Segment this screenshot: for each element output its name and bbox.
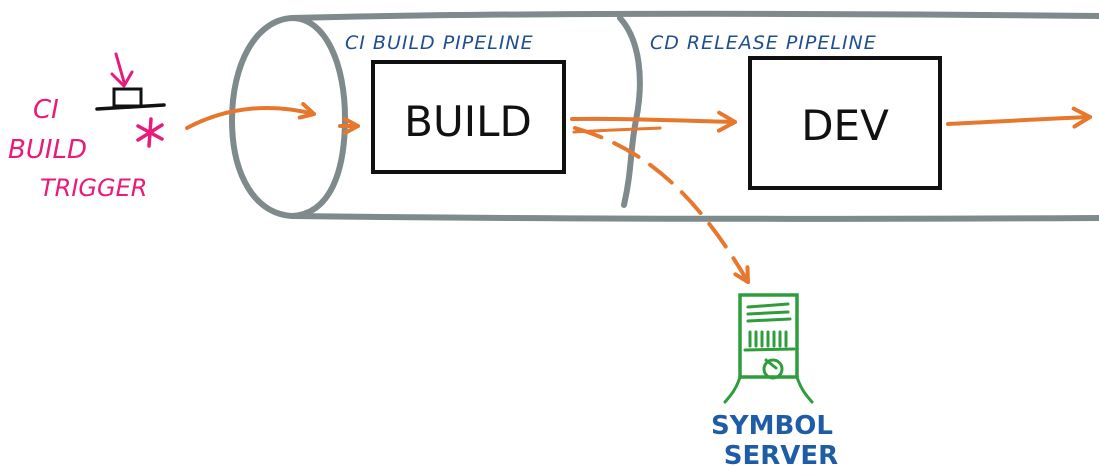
tube-section-divider — [617, 15, 643, 208]
tube-end-cap — [229, 15, 348, 219]
build-box-label: BUILD — [404, 97, 532, 146]
arrow-build-to-symbol-server — [573, 126, 750, 284]
dev-box-label: DEV — [801, 101, 889, 150]
asterisk-icon — [136, 117, 164, 148]
build-stage: BUILD — [371, 60, 566, 174]
server-tower-icon — [723, 293, 814, 404]
trigger-label-line3: TRIGGER — [40, 174, 147, 202]
arrow-trigger-to-pipeline — [185, 101, 316, 130]
tube-bottom-edge — [289, 213, 1099, 222]
build-box — [371, 60, 566, 174]
symbol-server-label-line2: SERVER — [724, 441, 838, 471]
dev-stage: DEV — [748, 56, 942, 190]
arrow-dev-onward — [946, 106, 1092, 129]
dev-box — [748, 56, 942, 190]
ci-pipeline-title: CI BUILD PIPELINE — [345, 32, 534, 54]
ci-build-trigger: CI BUILD TRIGGER — [8, 52, 166, 202]
flow-arrows — [185, 101, 1092, 284]
trigger-label-line2: BUILD — [8, 135, 87, 165]
push-button-icon — [95, 52, 166, 111]
cd-pipeline-title: CD RELEASE PIPELINE — [650, 32, 877, 54]
tube-top-edge — [289, 10, 1099, 21]
trigger-label-line1: CI — [33, 95, 59, 125]
symbol-server-label-line1: SYMBOL — [711, 411, 833, 441]
pipeline-tube — [229, 10, 1099, 222]
symbol-server: SYMBOL SERVER — [711, 293, 838, 471]
arrow-build-to-dev — [570, 110, 737, 133]
